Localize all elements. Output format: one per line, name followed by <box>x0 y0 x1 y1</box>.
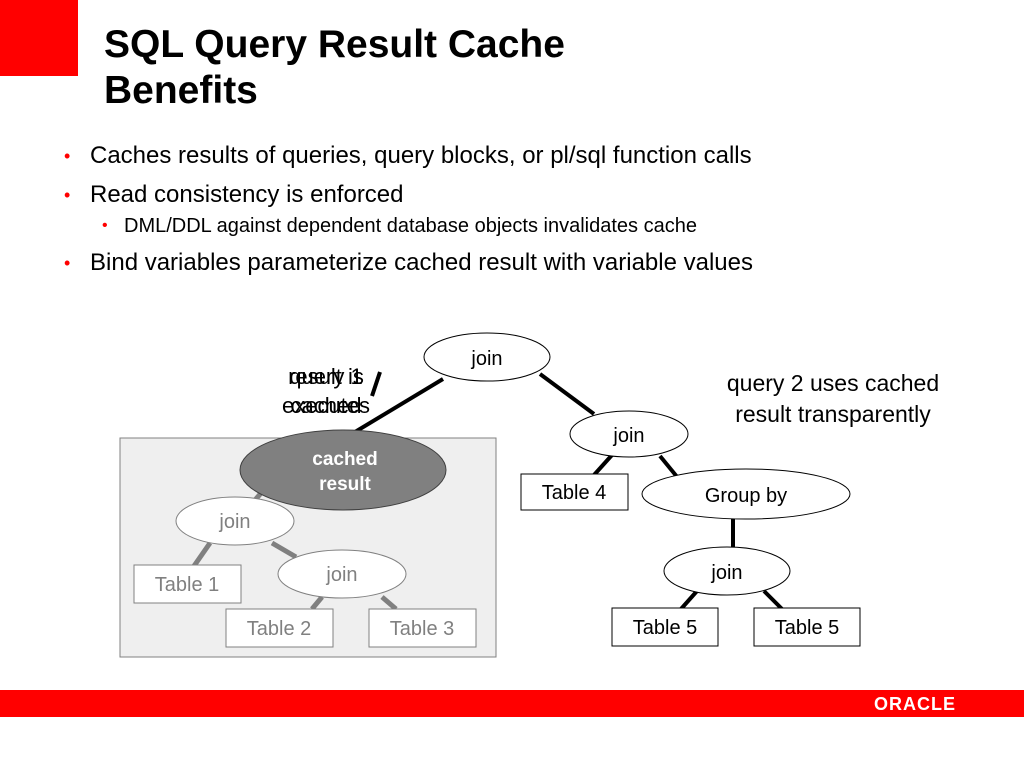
table3-label: Table 3 <box>390 618 455 640</box>
query2-label-line-2: result transparently <box>735 401 931 427</box>
table1-label: Table 1 <box>155 574 220 596</box>
group-by-label: Group by <box>705 485 787 507</box>
bottom-join-label: join <box>710 562 742 584</box>
edge-mid-join-to-groupby <box>658 454 680 480</box>
cached-join-upper-node <box>175 496 295 546</box>
title-line-2: Benefits <box>104 69 258 112</box>
edge-join-to-join <box>270 540 298 560</box>
table3-box <box>368 608 477 648</box>
edge-join-to-table1 <box>191 541 213 568</box>
result-cached-label-line-1: result is <box>288 364 364 389</box>
cached-join-lower-label: join <box>325 564 357 586</box>
result-cached-label-line-2: cached <box>291 393 362 418</box>
query1-label-line-1: query 1 <box>289 364 362 389</box>
table4-label: Table 4 <box>542 482 607 504</box>
group-by-node <box>641 468 851 520</box>
cached-result-label-line-1: cached <box>312 449 377 470</box>
edge-top-join-to-cached <box>343 377 445 440</box>
bullet-item: Read consistency is enforced <box>62 180 753 210</box>
cached-result-node <box>239 429 447 511</box>
bullet-item: Bind variables parameterize cached resul… <box>62 248 753 278</box>
title-line-1: SQL Query Result Cache <box>104 23 565 66</box>
cached-join-lower-node <box>277 549 407 599</box>
edge-join-to-table3 <box>380 595 398 611</box>
mid-join-label: join <box>612 425 644 447</box>
top-join-node <box>423 332 551 382</box>
table4-box <box>520 473 629 511</box>
corner-accent-block <box>0 0 78 76</box>
query-tree-diagram: join join Table 4 Group by join Table 5 … <box>119 332 939 658</box>
sub-bullet-item: DML/DDL against dependent database objec… <box>100 213 753 239</box>
top-join-label: join <box>470 348 502 370</box>
table1-box <box>133 564 242 604</box>
cached-result-label-line-2: result <box>319 474 371 495</box>
query2-label-line-1: query 2 uses cached <box>727 370 939 396</box>
edge-join-to-table2 <box>310 595 324 611</box>
footer-bar <box>0 690 1024 717</box>
cached-join-upper-label: join <box>218 511 250 533</box>
oracle-logo: ORACLE <box>874 694 956 714</box>
mid-join-node <box>569 410 689 458</box>
query1-label-line-2: executes <box>282 393 370 418</box>
table5-left-box <box>611 607 719 647</box>
bullet-list: Caches results of queries, query blocks,… <box>62 141 753 287</box>
table2-label: Table 2 <box>247 618 312 640</box>
table5-left-label: Table 5 <box>633 617 698 639</box>
edge-top-join-to-mid-join <box>538 372 596 416</box>
table5-right-box <box>753 607 861 647</box>
bullet-item: Caches results of queries, query blocks,… <box>62 141 753 171</box>
table2-box <box>225 608 334 648</box>
table5-right-label: Table 5 <box>775 617 840 639</box>
edge-mid-join-to-table4 <box>592 453 614 477</box>
query1-pointer-line <box>370 371 382 397</box>
edge-join-to-table5-left <box>679 589 699 611</box>
edge-join-to-table5-right <box>762 589 784 611</box>
bottom-join-node <box>663 546 791 596</box>
slide-title: SQL Query Result Cache Benefits <box>104 22 565 114</box>
query2-tree-edges <box>343 372 784 611</box>
